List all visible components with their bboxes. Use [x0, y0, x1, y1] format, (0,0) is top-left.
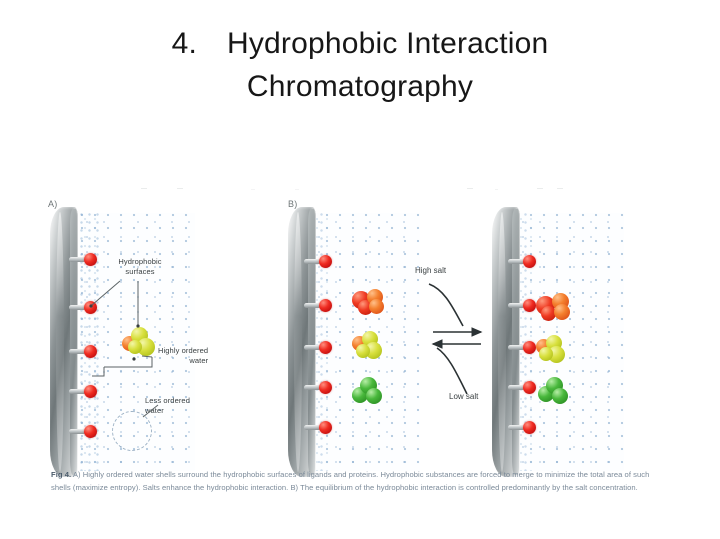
ligand-bead [319, 255, 332, 268]
ligand-stalk [69, 389, 86, 394]
resin-edge-a [70, 209, 77, 475]
ligand-bead [523, 255, 536, 268]
scan-artifact [557, 188, 563, 189]
ligand-stalk [508, 259, 525, 264]
protein-lobe [128, 340, 142, 354]
scan-artifact [495, 189, 498, 190]
protein-lobe [356, 344, 370, 358]
ligand-bead [523, 381, 536, 394]
protein-b2-red [536, 291, 572, 323]
ligand-stalk [69, 429, 86, 434]
protein-b2-yellow [536, 335, 568, 365]
ligand-bead [319, 421, 332, 434]
annotation-line: Less ordered [145, 396, 190, 405]
panel-b-state-bound [492, 207, 624, 477]
ligand-stalk [69, 257, 86, 262]
leader-lines-hydrophobic [89, 280, 140, 328]
panel-b-label: B) [288, 199, 298, 209]
annotation-line: water [189, 355, 209, 365]
annotation-line: Hydrophobic [118, 257, 162, 266]
equilibrium-arrow-svg [428, 283, 483, 395]
figure-hydrophobic-interaction: A) B) [45, 185, 675, 515]
scan-artifact [177, 188, 183, 189]
protein-a [122, 327, 156, 357]
ligand-stalk [508, 425, 525, 430]
protein-lobe [365, 342, 382, 359]
annotation-line: Highly ordered [158, 346, 209, 355]
label-high-salt: High salt [415, 266, 447, 275]
ligand-bead [523, 341, 536, 354]
ligand-stalk [304, 345, 321, 350]
ligand-bead [523, 421, 536, 434]
annotation-line: surfaces [125, 266, 155, 276]
ligand-bead [84, 253, 97, 266]
leader-line-less-ordered [142, 404, 159, 418]
page-title: 4. Hydrophobic Interaction Chromatography [0, 22, 720, 108]
panel-b-state-unbound [288, 207, 420, 477]
ligand-stalk [304, 425, 321, 430]
ligand-stalk [304, 259, 321, 264]
ligand-stalk [508, 345, 525, 350]
ligand-bead [319, 341, 332, 354]
ligand-bead [319, 299, 332, 312]
ligand-stalk [304, 303, 321, 308]
scan-artifact [251, 189, 255, 190]
protein-b1-red [352, 287, 386, 317]
resin-edge-b2 [512, 209, 519, 475]
title-number: 4. [171, 27, 197, 60]
equilibrium-arrows: High salt Low salt [415, 266, 491, 401]
ligand-stalk [508, 303, 525, 308]
ligand-bead [523, 299, 536, 312]
ligand-bead [84, 345, 97, 358]
protein-lobe [366, 388, 382, 404]
protein-lobe [552, 388, 568, 404]
title-line-2: Chromatography [246, 70, 474, 103]
protein-lobe [137, 338, 155, 356]
label-low-salt: Low salt [449, 392, 479, 401]
title-line-1: 4. Hydrophobic Interaction [0, 22, 720, 65]
protein-lobe [369, 299, 384, 314]
panel-a-label: A) [48, 199, 58, 209]
ordered-water-shell-a [80, 213, 100, 471]
protein-lobe [554, 304, 570, 320]
protein-lobe [539, 347, 553, 361]
panel-a: Hydrophobic surfaces Highly ordered wate… [50, 207, 208, 477]
ligand-stalk [69, 305, 86, 310]
figure-caption: Fig 4. A) Highly ordered water shells su… [51, 468, 659, 494]
protein-b1-green [352, 377, 384, 407]
ligand-bead [84, 385, 97, 398]
caption-prefix: Fig 4. [51, 470, 72, 479]
less-ordered-water-circle [112, 411, 152, 451]
scan-artifact [467, 188, 473, 189]
scan-artifact [295, 189, 299, 190]
ligand-bead [319, 381, 332, 394]
title-text-1: Hydrophobic Interaction [226, 27, 549, 60]
annotation-hydrophobic-surfaces: Hydrophobic surfaces [108, 257, 172, 276]
ligand-stalk [508, 385, 525, 390]
ligand-stalk [304, 385, 321, 390]
annotation-less-ordered-water: Less ordered water [145, 396, 190, 415]
ligand-bead [84, 425, 97, 438]
annotation-line: water [145, 405, 164, 415]
leader-lines-ordered-water [92, 355, 153, 377]
scan-artifact [537, 188, 543, 189]
scan-artifact [141, 188, 147, 189]
protein-b2-green [538, 377, 570, 407]
protein-lobe [541, 306, 556, 321]
resin-edge-b1 [308, 209, 315, 475]
ligand-stalk [69, 349, 86, 354]
annotation-highly-ordered-water: Highly ordered water [158, 346, 208, 365]
protein-b1-yellow [352, 331, 384, 361]
caption-text: A) Highly ordered water shells surround … [51, 470, 650, 493]
